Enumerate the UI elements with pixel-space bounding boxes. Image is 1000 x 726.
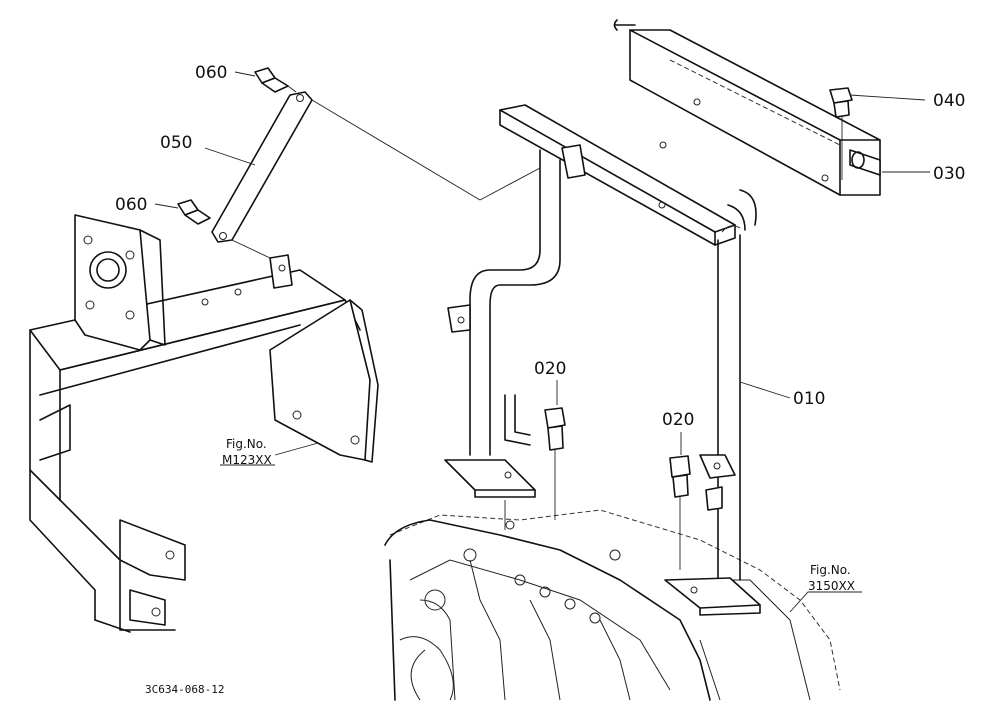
link-rod-050 [211,91,481,259]
part-label-010: 010 [793,389,825,409]
part-labels: 060 050 060 040 030 010 020 020 [115,63,965,430]
leader-lines [204,147,930,613]
bolt-020-right [669,432,691,570]
ref-right-line2: 3150XX [808,579,855,593]
front-frame-assembly [29,214,379,633]
support-bracket-030 [613,19,881,196]
bolt-040 [829,87,926,180]
part-label-050: 050 [160,133,192,153]
transmission-housing [384,509,841,701]
bolt-060-mid [154,199,211,225]
stay-frame-010 [444,104,761,616]
ref-right-line1: Fig.No. [810,563,851,577]
ref-left-line1: Fig.No. [226,437,267,451]
drawing-id: 3C634-068-12 [145,683,224,696]
ref-left-line2: M123XX [222,453,272,467]
part-label-060-top: 060 [195,63,227,83]
part-label-020-right: 020 [662,410,694,430]
bolt-060-top [234,67,297,93]
reference-fig-left: Fig.No. M123XX [222,437,272,467]
part-label-030: 030 [933,164,965,184]
reference-fig-right: Fig.No. 3150XX [808,563,855,593]
part-label-040: 040 [933,91,965,111]
part-label-060-mid: 060 [115,195,147,215]
bolt-020-left [544,380,566,520]
part-label-020-left: 020 [534,359,566,379]
